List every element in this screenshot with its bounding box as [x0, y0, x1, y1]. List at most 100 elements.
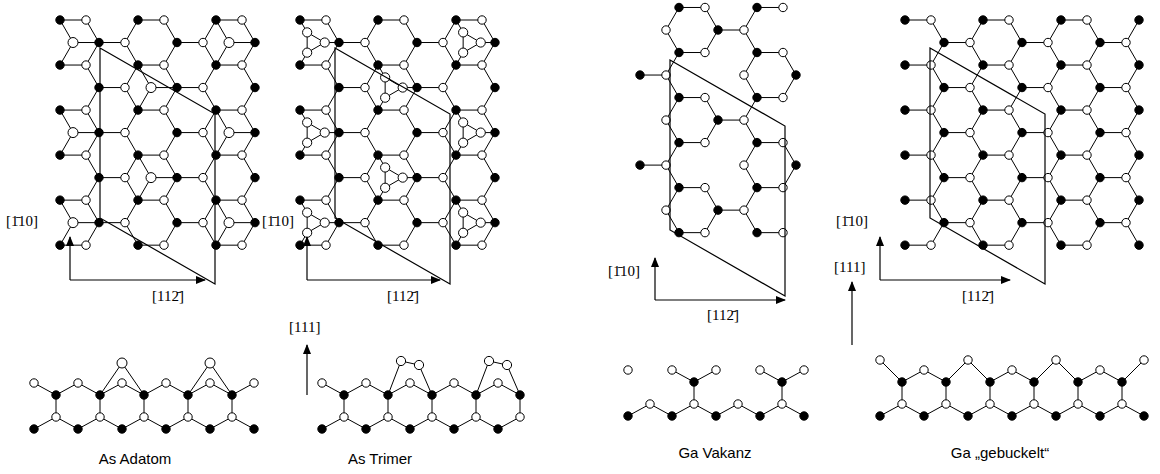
as-atom [476, 128, 485, 137]
axis-arrow [879, 237, 880, 280]
structure-caption: Ga „gebuckelt“ [949, 444, 1051, 462]
as-atom [121, 83, 129, 91]
ga-atom [228, 391, 236, 399]
ga-atom [1096, 83, 1104, 91]
as-atom [1083, 151, 1091, 159]
as-atom [927, 106, 935, 114]
as-atom [238, 241, 246, 249]
ga-atom [140, 391, 148, 399]
ga-atom [494, 425, 502, 433]
axis-arrow [851, 282, 852, 345]
as-atom [484, 356, 493, 365]
as-atom [322, 61, 330, 69]
ga-atom [712, 412, 720, 420]
axis-arrow [654, 258, 655, 300]
ga-atom [134, 16, 142, 24]
as-atom [199, 128, 207, 136]
ga-atom [898, 378, 906, 386]
ga-atom [134, 151, 142, 159]
as-atom [205, 358, 215, 368]
as-atom [400, 16, 408, 24]
axis-arrow [69, 237, 70, 280]
ga-atom [1096, 412, 1104, 420]
ga-atom [95, 173, 103, 181]
as-atom [439, 38, 447, 46]
as-atom [160, 151, 168, 159]
ga-atom [1018, 38, 1026, 46]
ga-atom [56, 196, 64, 204]
ga-atom [374, 106, 382, 114]
as-atom [740, 26, 748, 34]
ga-atom [413, 128, 421, 136]
as-atom [478, 16, 486, 24]
ga-atom [95, 38, 103, 46]
as-atom [1044, 83, 1052, 91]
as-atom [450, 379, 458, 387]
ga-atom [134, 241, 142, 249]
ga-atom [251, 83, 259, 91]
as-atom [74, 379, 82, 387]
axis-arrow [655, 299, 785, 300]
as-atom [238, 16, 246, 24]
ga-atom [986, 378, 994, 386]
ga-atom [251, 38, 259, 46]
as-atom [82, 196, 90, 204]
as-atom [384, 413, 392, 421]
as-atom [381, 163, 390, 172]
ga-atom [1018, 128, 1026, 136]
as-atom [459, 48, 468, 57]
as-atom [361, 83, 369, 91]
as-atom [238, 106, 246, 114]
as-atom [701, 228, 709, 236]
as-atom [1118, 400, 1126, 408]
as-atom [199, 83, 207, 91]
as-atom [690, 400, 698, 408]
ga-atom [452, 196, 460, 204]
as-atom [1074, 400, 1082, 408]
as-atom [459, 228, 468, 237]
as-atom [942, 400, 950, 408]
ga-atom [1118, 378, 1126, 386]
as-atom [82, 106, 90, 114]
axis-label: [112̄] [385, 287, 421, 305]
as-atom [800, 366, 808, 374]
bond-line [122, 363, 144, 395]
as-atom [1052, 356, 1060, 364]
unit-cell [670, 60, 785, 296]
ga-atom [56, 61, 64, 69]
as-atom [381, 183, 390, 192]
as-atom [459, 208, 468, 217]
ga-atom [979, 61, 987, 69]
as-atom [478, 151, 486, 159]
ga-atom [212, 241, 220, 249]
ga-atom [1096, 173, 1104, 181]
as-atom [662, 116, 670, 124]
as-atom [224, 218, 234, 228]
axis-arrow [307, 279, 440, 280]
ga-atom [901, 16, 909, 24]
ga-atom [374, 16, 382, 24]
ga-atom [362, 425, 370, 433]
as-atom [516, 413, 524, 421]
as-atom [927, 241, 935, 249]
as-atom [160, 61, 168, 69]
axis-arrow [880, 279, 1010, 280]
ga-atom [1096, 38, 1104, 46]
as-atom [303, 138, 312, 147]
ga-atom [250, 425, 258, 433]
ga-atom [778, 378, 786, 386]
ga-atom [212, 16, 220, 24]
as-atom [439, 83, 447, 91]
as-atom [439, 173, 447, 181]
ga-atom [296, 241, 304, 249]
as-atom [82, 61, 90, 69]
ga-atom [1018, 83, 1026, 91]
as-atom [400, 241, 408, 249]
ga-atom [1018, 173, 1026, 181]
as-atom [303, 118, 312, 127]
as-atom [303, 48, 312, 57]
ga-atom [1135, 16, 1143, 24]
as-atom [734, 400, 742, 408]
ga-atom [472, 391, 480, 399]
ga-atom [384, 391, 392, 399]
